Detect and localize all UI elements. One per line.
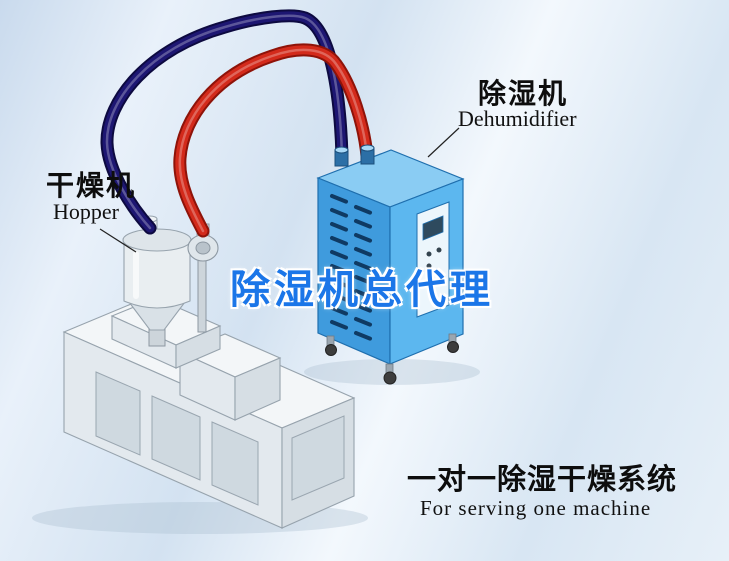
hopper-label-cn: 干燥机 — [46, 170, 137, 201]
machine-panel — [211, 421, 259, 506]
pipe-red — [173, 43, 374, 238]
dehumidifier-machine — [316, 149, 465, 385]
pipe-connectors — [334, 144, 375, 167]
dehumidifier-label-line — [427, 127, 460, 158]
panel-button — [436, 247, 442, 253]
vent-grille — [354, 205, 372, 341]
hopper-lid — [122, 228, 192, 252]
watermark-text: 除湿机总代理 — [230, 268, 494, 312]
caption-en: For serving one machine — [420, 496, 652, 520]
hopper-label-en: Hopper — [53, 199, 119, 224]
caption-cn: 一对一除湿干燥系统 — [407, 464, 678, 496]
machine-panel — [151, 395, 201, 481]
vent-grille — [330, 194, 348, 330]
dehumidifier-label-en: Dehumidifier — [458, 106, 577, 131]
machine-panel — [95, 371, 141, 456]
caster-wheels — [325, 333, 459, 385]
machine-panel — [291, 415, 345, 501]
dehumidifier-label-cn: 除湿机 — [478, 78, 569, 109]
panel-button — [426, 263, 432, 269]
panel-button — [426, 251, 432, 257]
hopper — [122, 215, 192, 347]
extruder-machine — [62, 297, 356, 529]
control-display — [422, 215, 444, 241]
hopper-label-line — [99, 228, 137, 253]
